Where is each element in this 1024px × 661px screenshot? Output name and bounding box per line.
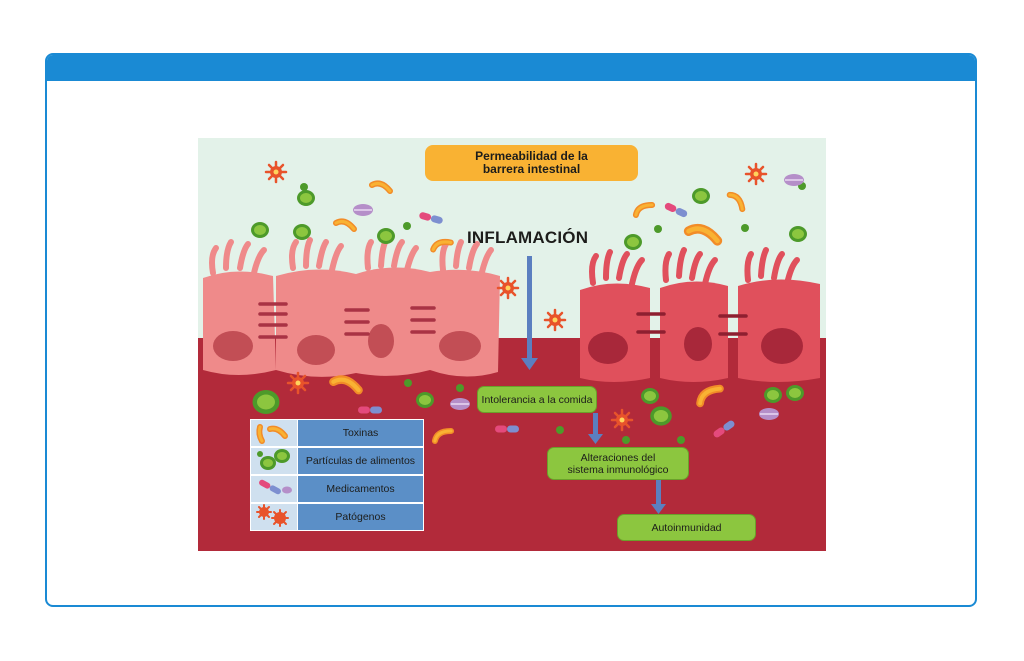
legend-label: Partículas de alimentos [298,448,423,474]
legend-label: Medicamentos [298,476,423,502]
flow-step-immune-alterations: Alteraciones del sistema inmunológico [547,447,689,480]
legend-row-medications: Medicamentos [250,475,424,503]
tight-junctions-right [636,312,748,336]
inflammation-label: INFLAMACIÓN [467,228,589,247]
legend-row-food-particles: Partículas de alimentos [250,447,424,475]
flow-step-autoimmunity: Autoinmunidad [617,514,756,541]
legend-row-pathogens: Patógenos [250,503,424,531]
flow-step-food-intolerance: Intolerancia a la comida [477,386,597,413]
flow-arrows [521,256,666,514]
card-header-bar [47,55,975,81]
tight-junctions-left [258,302,436,339]
legend-row-toxins: Toxinas [250,419,424,447]
legend-label: Toxinas [298,420,423,446]
legend: Toxinas Partículas de alimentos Medicame… [250,419,424,531]
nuclei-left [213,324,481,365]
intestinal-barrier-figure: Permeabilidad de la barrera intestinal I… [198,138,826,551]
nuclei-right [588,327,803,364]
particles-tissue [252,371,804,445]
diagram-title: Permeabilidad de la barrera intestinal [425,145,638,181]
particles-lumen [251,160,807,332]
legend-label: Patógenos [298,504,423,530]
